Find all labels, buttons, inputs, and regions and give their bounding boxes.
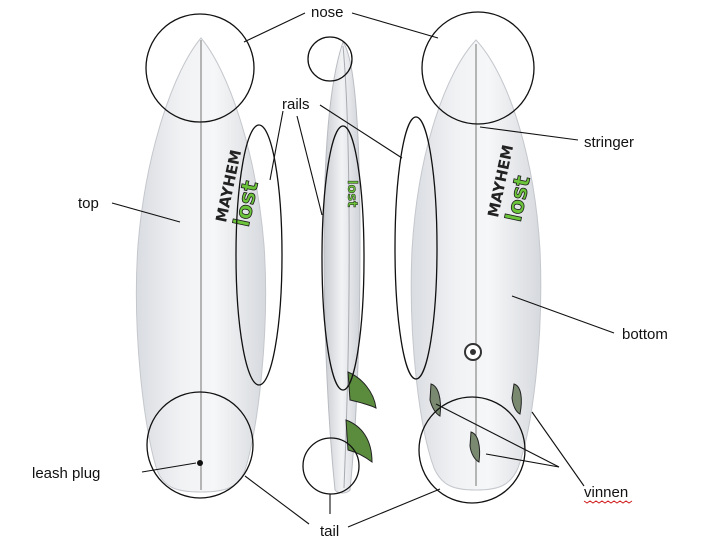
- tail-leader-bottom: [347, 488, 441, 528]
- vinnen-leader-left: [435, 403, 560, 468]
- fin-center: [469, 431, 481, 463]
- label-tail: tail: [320, 523, 339, 540]
- nose-leader-left: [243, 12, 306, 43]
- logo-brand-side: lost: [344, 180, 359, 207]
- label-stringer: stringer: [584, 134, 634, 151]
- leash-plug-dot: [197, 460, 203, 466]
- logo-side: lost: [344, 180, 360, 208]
- label-vinnen: vinnen: [584, 484, 628, 501]
- side-fin-lower: [345, 419, 373, 464]
- tail-circle-top: [146, 391, 254, 499]
- rails-leader-bottom: [319, 104, 403, 159]
- vinnen-spellcheck-underline: [583, 500, 633, 504]
- tail-leader-top: [244, 475, 310, 525]
- nose-leader-right: [351, 12, 439, 39]
- board-top-view: MAYHEM lost: [135, 37, 267, 493]
- board-bottom-view: MAYHEM lost: [410, 39, 542, 491]
- rails-leader-side: [296, 115, 323, 216]
- nose-circle-top: [145, 13, 255, 123]
- rails-ellipse-bottom: [394, 116, 438, 380]
- tail-circle-side: [302, 437, 360, 495]
- stringer-leader: [479, 126, 579, 141]
- leash-plug-leader: [141, 462, 197, 473]
- label-nose: nose: [311, 4, 344, 21]
- rails-ellipse-top: [235, 124, 283, 386]
- vinnen-leader-right: [531, 411, 585, 487]
- label-top: top: [78, 195, 99, 212]
- fin-right: [511, 383, 522, 415]
- label-bottom: bottom: [622, 326, 668, 343]
- nose-circle-side: [307, 36, 353, 82]
- rails-leader-top: [269, 110, 284, 181]
- vinnen-leader-center: [485, 453, 560, 468]
- bottom-leader: [511, 295, 615, 334]
- bottom-emblem-inner: [470, 349, 476, 355]
- rails-ellipse-side: [321, 125, 365, 391]
- callout-circles: [145, 11, 535, 504]
- label-rails: rails: [282, 96, 310, 113]
- label-leash-plug: leash plug: [32, 465, 100, 482]
- top-leader: [111, 202, 181, 223]
- nose-circle-bottom: [421, 11, 535, 125]
- board-side-view: lost: [323, 40, 377, 494]
- labels: nose rails stringer top bottom leash plu…: [32, 4, 668, 540]
- fin-left: [429, 383, 441, 417]
- leader-lines: [111, 12, 615, 528]
- side-fin-upper: [347, 371, 377, 409]
- side-rail-line: [342, 45, 350, 489]
